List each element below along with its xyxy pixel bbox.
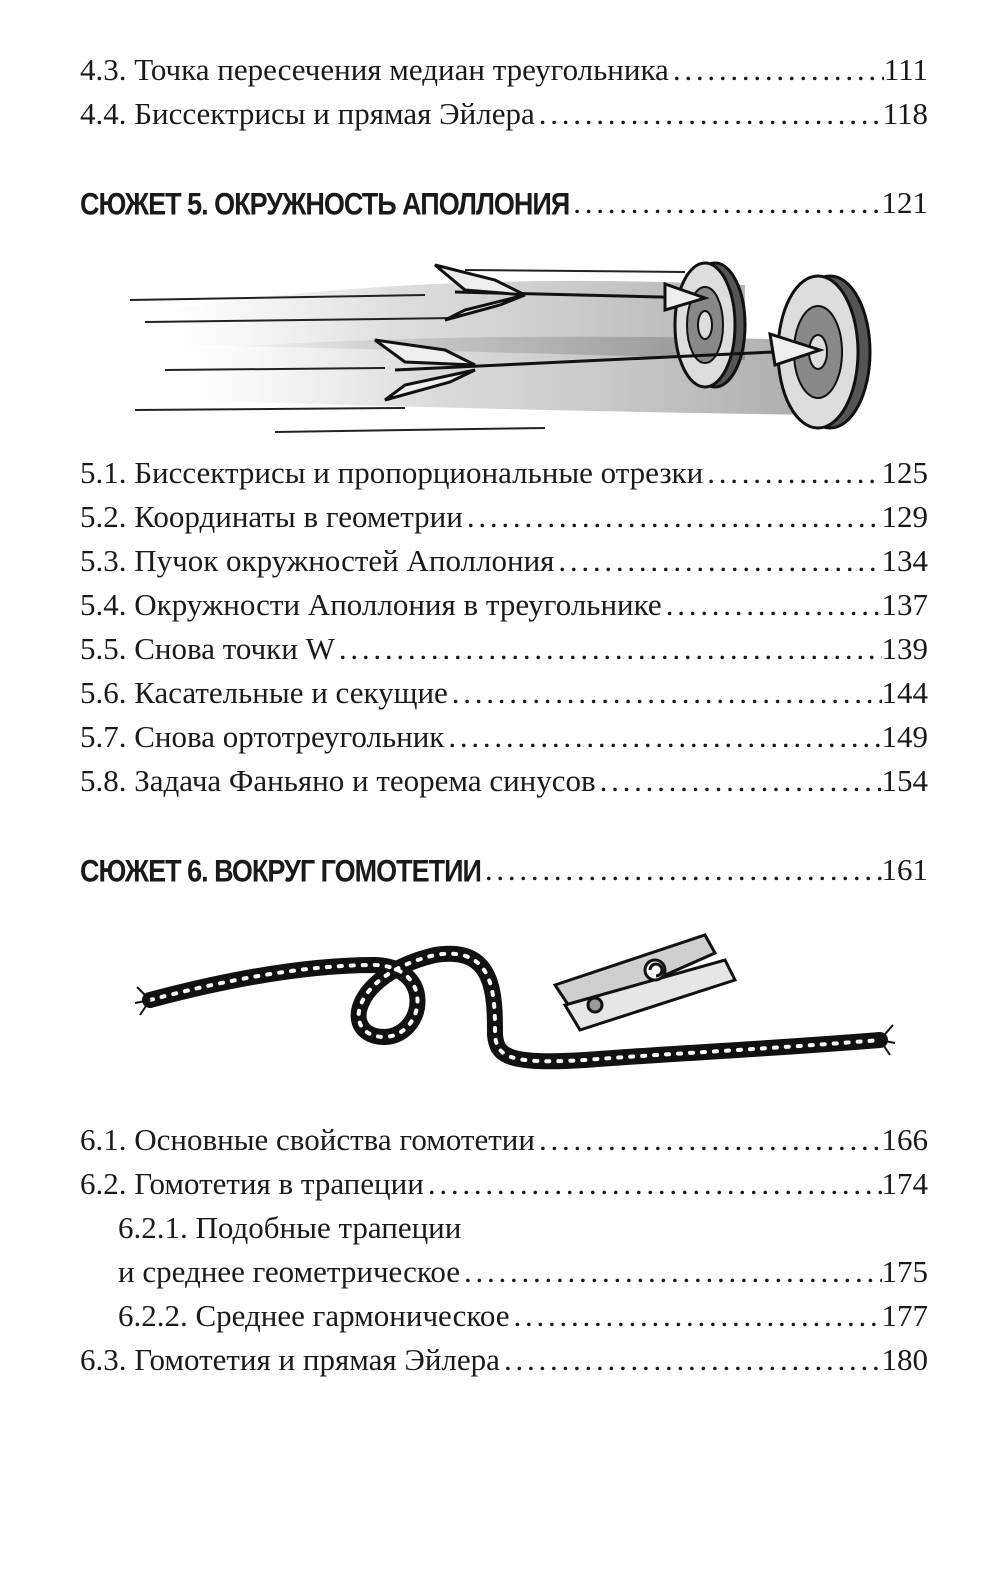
toc-entry-label: 5.5. Снова точки W	[80, 631, 335, 666]
toc-entry-page: 111	[883, 52, 928, 87]
toc-entry-page: 154	[881, 763, 929, 798]
toc-entry[interactable]: 4.3. Точка пересечения медиан треугольни…	[80, 48, 928, 92]
toc-entry-label: 6.2.2. Среднее гармоническое	[118, 1298, 510, 1333]
toc-entry[interactable]: 6.2. Гомотетия в трапеции 174	[80, 1162, 928, 1206]
toc-entry[interactable]: 6.2.2. Среднее гармоническое 177	[118, 1294, 928, 1338]
toc-chapter-6[interactable]: СЮЖЕТ 6. ВОКРУГ ГОМОТЕТИИ 161	[80, 848, 928, 892]
leader-dots	[509, 1294, 881, 1338]
leader-dots	[448, 671, 882, 715]
toc-entry[interactable]: 5.8. Задача Фаньяно и теорема синусов 15…	[80, 759, 928, 803]
toc-entry-label: 5.7. Снова ортотреугольник	[80, 719, 445, 754]
leader-dots	[424, 1162, 882, 1206]
toc-entry-page: 134	[881, 543, 929, 578]
chapter-title: СЮЖЕТ 6. ВОКРУГ ГОМОТЕТИИ	[80, 853, 482, 889]
toc-entry-label: 5.6. Касательные и секущие	[80, 675, 448, 710]
toc-entry-label: 6.3. Гомотетия и прямая Эйлера	[80, 1342, 500, 1377]
toc-entry-page: 174	[881, 1166, 929, 1201]
toc-entry[interactable]: 6.3. Гомотетия и прямая Эйлера 180	[80, 1338, 928, 1382]
arrows-hitting-targets-icon	[129, 261, 872, 433]
leader-dots	[662, 583, 882, 627]
leader-dots	[669, 48, 884, 92]
toc-entry-label: 6.2.1. Подобные трапеции	[118, 1210, 462, 1245]
leader-dots	[335, 627, 882, 671]
leader-dots	[481, 848, 882, 892]
leader-dots	[554, 539, 881, 583]
toc-entry-label: 5.4. Окружности Аполлония в треугольнике	[80, 587, 662, 622]
leader-dots	[444, 715, 881, 759]
toc-entry-page: 144	[881, 675, 929, 710]
toc-entry[interactable]: 5.6. Касательные и секущие 144	[80, 671, 928, 715]
toc-entry[interactable]: 5.5. Снова точки W 139	[80, 627, 928, 671]
toc-entry[interactable]: 5.4. Окружности Аполлония в треугольнике…	[80, 583, 928, 627]
toc-entry[interactable]: 5.7. Снова ортотреугольник 149	[80, 715, 928, 759]
chapter-page: 121	[881, 185, 929, 220]
leader-dots	[569, 181, 881, 225]
rope-with-clothespin-icon	[135, 933, 895, 1070]
toc-entry-label: 5.8. Задача Фаньяно и теорема синусов	[80, 763, 596, 798]
toc-entry-label: и среднее геометрическое	[118, 1254, 460, 1289]
toc-entry-page: 139	[881, 631, 929, 666]
chapter-title: СЮЖЕТ 5. ОКРУЖНОСТЬ АПОЛЛОНИЯ	[80, 186, 570, 222]
toc-chapter-5[interactable]: СЮЖЕТ 5. ОКРУЖНОСТЬ АПОЛЛОНИЯ 121	[80, 181, 928, 225]
toc-entry-page: 177	[881, 1298, 929, 1333]
toc-entry-label: 5.3. Пучок окружностей Аполлония	[80, 543, 555, 578]
toc-entry-page: 166	[881, 1122, 929, 1157]
toc-entry[interactable]: 4.4. Биссектрисы и прямая Эйлера 118	[80, 92, 928, 136]
toc-entry-label: 6.2. Гомотетия в трапеции	[80, 1166, 424, 1201]
toc-entry[interactable]: и среднее геометрическое 175	[118, 1250, 928, 1294]
chapter-page: 161	[881, 852, 929, 887]
leader-dots	[703, 451, 881, 495]
toc-entry-page: 175	[881, 1254, 929, 1289]
target-icon	[673, 261, 747, 389]
toc-entry[interactable]: 5.1. Биссектрисы и пропорциональные отре…	[80, 451, 928, 495]
toc-entry-label: 5.2. Координаты в геометрии	[80, 499, 463, 534]
toc-entry-page: 149	[881, 719, 929, 754]
toc-entry-page: 180	[881, 1342, 929, 1377]
leader-dots	[596, 759, 882, 803]
toc-entry-page: 137	[881, 587, 929, 622]
leader-dots	[463, 495, 882, 539]
toc-entry-label: 5.1. Биссектрисы и пропорциональные отре…	[80, 455, 704, 490]
toc-entry-page: 125	[881, 455, 929, 490]
leader-dots	[460, 1250, 882, 1294]
toc-entry-label: 6.1. Основные свойства гомотетии	[80, 1122, 535, 1157]
toc-entry[interactable]: 6.1. Основные свойства гомотетии 166	[80, 1118, 928, 1162]
toc-entry[interactable]: 6.2.1. Подобные трапеции	[118, 1206, 928, 1250]
toc-entry[interactable]: 5.3. Пучок окружностей Аполлония 134	[80, 539, 928, 583]
leader-dots	[535, 92, 883, 136]
leader-dots	[535, 1118, 882, 1162]
toc-entry-label: 4.4. Биссектрисы и прямая Эйлера	[80, 96, 535, 131]
toc-entry-label: 4.3. Точка пересечения медиан треугольни…	[80, 52, 669, 87]
toc-entry[interactable]: 5.2. Координаты в геометрии 129	[80, 495, 928, 539]
clothespin-icon	[552, 933, 738, 1032]
leader-dots	[500, 1338, 882, 1382]
toc-entry-page: 129	[881, 499, 929, 534]
toc-entry-page: 118	[882, 96, 928, 131]
